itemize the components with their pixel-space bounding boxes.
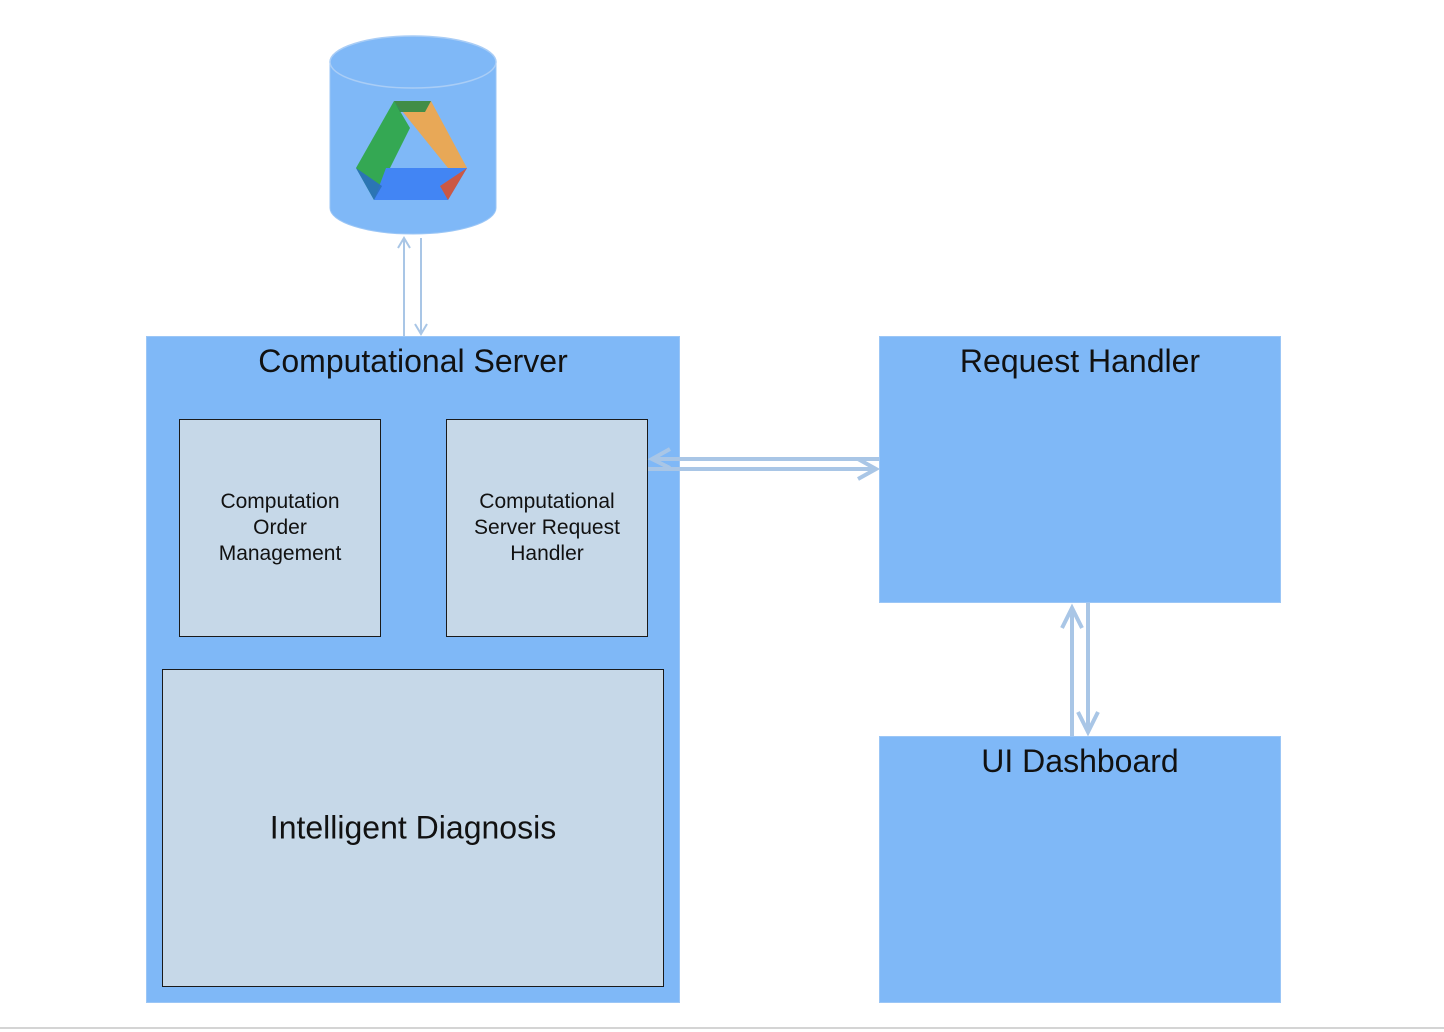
computation-order-management-box: Computation Order Management <box>179 419 381 637</box>
computation-order-management-label: Computation Order Management <box>218 490 342 565</box>
computational-server-title: Computational Server <box>258 343 568 379</box>
computational-server-box: Computational Server Computation Order M… <box>146 336 680 1003</box>
page-bottom-rule <box>0 1027 1444 1029</box>
requesthandler-dashboard-connector <box>1060 603 1100 737</box>
google-drive-icon <box>356 101 467 200</box>
server-requesthandler-connector <box>647 447 881 481</box>
computational-server-request-handler-box: Computational Server Request Handler <box>446 419 648 637</box>
computational-server-request-handler-label: Computational Server Request Handler <box>474 490 620 565</box>
request-handler-title: Request Handler <box>959 343 1201 379</box>
intelligent-diagnosis-label: Intelligent Diagnosis <box>269 809 557 846</box>
ui-dashboard-box: UI Dashboard <box>879 736 1281 1003</box>
intelligent-diagnosis-box: Intelligent Diagnosis <box>162 669 664 987</box>
db-server-connector <box>397 236 428 336</box>
request-handler-box: Request Handler <box>879 336 1281 603</box>
ui-dashboard-title: UI Dashboard <box>981 743 1179 779</box>
